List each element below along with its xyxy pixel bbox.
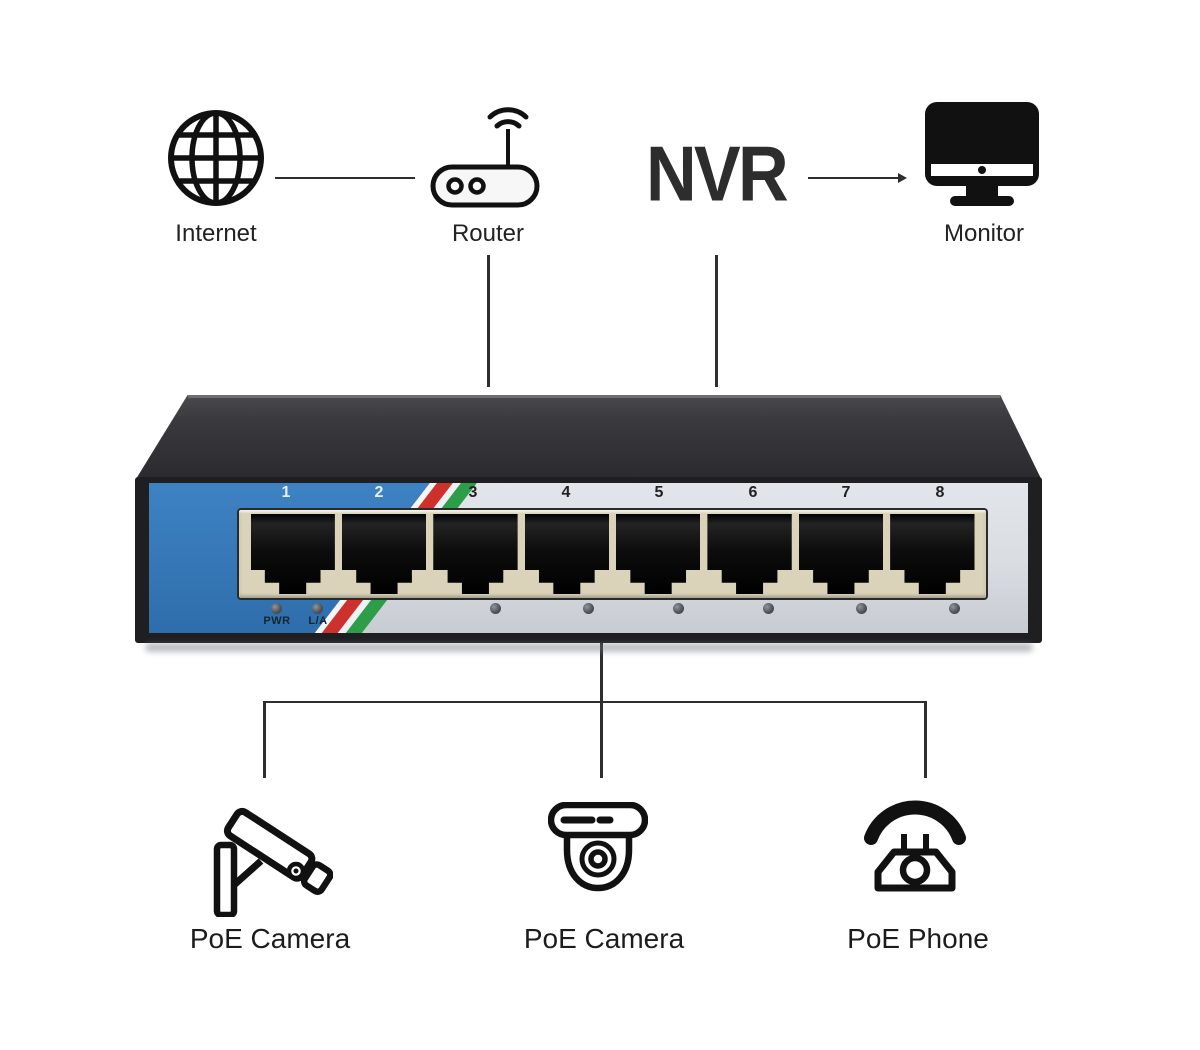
rj45-opening: [798, 514, 884, 594]
poe-phone-label: PoE Phone: [847, 923, 989, 954]
port-number: 6: [748, 484, 758, 501]
port-number: 7: [841, 484, 851, 501]
port-number: 3: [468, 484, 478, 501]
port-led: [949, 603, 960, 614]
switch-faceplate: 1 2 3 4 5 6 7 8 PWR L/A: [149, 483, 1028, 633]
bullet-camera-icon: [213, 807, 333, 917]
connector-nvr-monitor: [808, 177, 900, 179]
phone-icon: [864, 800, 966, 892]
rj45-port: [890, 514, 975, 594]
port-number: 2: [374, 484, 384, 501]
rj45-opening: [433, 514, 518, 594]
pwr-led-label: PWR: [263, 615, 291, 627]
rj45-port: [250, 514, 335, 594]
router-label: Router: [451, 220, 525, 247]
port-number: 1: [281, 484, 291, 501]
rj45-port: [798, 514, 884, 594]
switch-front-frame: 1 2 3 4 5 6 7 8 PWR L/A: [135, 477, 1042, 643]
port-led: [856, 603, 867, 614]
port-led: [490, 603, 501, 614]
port-number: 4: [561, 484, 571, 501]
poe-switch: 1 2 3 4 5 6 7 8 PWR L/A: [135, 395, 1042, 645]
rj45-port: [433, 514, 518, 594]
pwr-led: [271, 603, 282, 614]
switch-top-face: [135, 395, 1042, 479]
poe-camera-2-label: PoE Camera: [523, 923, 685, 954]
rj45-port: [707, 514, 792, 594]
switch-top-edge-highlight: [187, 395, 1001, 398]
la-led: [312, 603, 323, 614]
port-led: [673, 603, 684, 614]
arrowhead-to-monitor: [898, 173, 907, 183]
la-led-label: L/A: [308, 615, 328, 627]
rj45-opening: [250, 514, 335, 594]
dome-camera-icon: [548, 802, 648, 892]
port-number: 5: [654, 484, 664, 501]
rj45-opening: [524, 514, 609, 594]
rj45-port: [524, 514, 609, 594]
branch-right-drop: [924, 701, 927, 778]
rj45-opening: [341, 514, 427, 594]
rj45-opening: [707, 514, 792, 594]
rj45-port: [341, 514, 427, 594]
branch-horizontal-line: [263, 701, 927, 703]
rj45-opening: [616, 514, 701, 594]
globe-icon: [168, 110, 264, 206]
port-bezel: [239, 510, 986, 598]
port-led: [583, 603, 594, 614]
connector-switch-branch: [600, 641, 603, 778]
monitor-label: Monitor: [943, 220, 1025, 247]
internet-label: Internet: [175, 220, 257, 247]
rj45-port: [616, 514, 701, 594]
rj45-opening: [890, 514, 975, 594]
connector-nvr-switch: [715, 255, 718, 387]
connector-internet-router: [275, 177, 415, 179]
branch-left-drop: [263, 701, 266, 778]
poe-camera-1-label: PoE Camera: [189, 923, 351, 954]
switch-shadow: [145, 643, 1033, 652]
connector-router-switch: [487, 255, 490, 387]
router-icon: [430, 107, 540, 208]
port-number: 8: [935, 484, 945, 501]
monitor-icon: [925, 102, 1039, 206]
port-led: [763, 603, 774, 614]
nvr-label: NVR: [645, 129, 789, 218]
